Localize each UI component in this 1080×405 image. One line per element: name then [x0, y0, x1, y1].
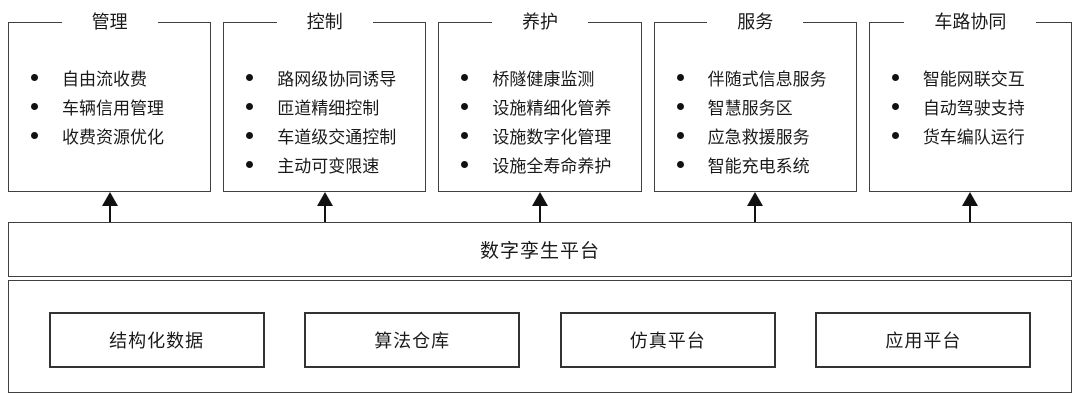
- bullet-icon: [246, 132, 254, 139]
- list-item-label: 伴随式信息服务: [707, 70, 827, 89]
- foundation-box-row: 结构化数据 算法仓库 仿真平台 应用平台: [9, 312, 1071, 368]
- list-item-label: 货车编队运行: [922, 128, 1025, 147]
- digital-twin-platform-bar: 数字孪生平台: [8, 222, 1072, 277]
- arrow-line: [108, 206, 111, 222]
- list-item-label: 智能网联交互: [922, 70, 1025, 89]
- list-item-label: 匝道精细控制: [277, 99, 380, 118]
- foundation-container: 结构化数据 算法仓库 仿真平台 应用平台: [8, 280, 1072, 393]
- arrow-row: [8, 192, 1072, 222]
- list-item: 主动可变限速: [238, 150, 421, 179]
- arrow-up: [869, 192, 1072, 222]
- management-box-title: 管理: [61, 11, 158, 33]
- list-item: 自由流收费: [23, 63, 206, 92]
- list-item-label: 桥隧健康监测: [492, 70, 595, 89]
- bullet-icon: [461, 74, 469, 81]
- category-box-row: 管理 自由流收费 车辆信用管理 收费资源优化 控制 路网级协同诱导 匝道精细控制…: [8, 11, 1073, 192]
- service-box: 服务 伴随式信息服务 智慧服务区 应急救援服务 智能充电系统: [653, 11, 857, 192]
- bullet-icon: [891, 132, 899, 139]
- list-item: 智慧服务区: [669, 92, 852, 121]
- bullet-icon: [31, 74, 38, 81]
- arrow-up-icon: [962, 192, 979, 206]
- arrow-up: [438, 192, 641, 222]
- bullet-icon: [461, 132, 469, 139]
- digital-twin-platform-label: 数字孪生平台: [479, 241, 600, 262]
- arrow-line: [754, 206, 757, 222]
- bullet-icon: [891, 74, 899, 81]
- arrow-up: [8, 192, 211, 222]
- list-item-label: 设施数字化管理: [492, 128, 612, 147]
- management-list: 自由流收费 车辆信用管理 收费资源优化: [9, 23, 210, 150]
- list-item-label: 车道级交通控制: [277, 128, 397, 147]
- arrow-line: [539, 206, 541, 222]
- arrow-line: [323, 206, 326, 222]
- list-item: 自动驾驶支持: [884, 92, 1067, 121]
- vehicle-road-coordination-list: 智能网联交互 自动驾驶支持 货车编队运行: [870, 23, 1071, 150]
- list-item: 货车编队运行: [884, 121, 1067, 150]
- structured-data-box: 结构化数据: [48, 312, 265, 368]
- algorithm-warehouse-box: 算法仓库: [304, 312, 521, 368]
- bullet-icon: [246, 161, 254, 168]
- arrow-up: [223, 192, 426, 222]
- vehicle-road-coordination-box-title: 车路协同: [904, 11, 1037, 33]
- list-item: 设施全寿命养护: [453, 150, 636, 179]
- bullet-icon: [31, 132, 38, 139]
- arrow-up-icon: [101, 192, 118, 206]
- list-item-label: 收费资源优化: [62, 128, 164, 147]
- maintenance-box: 养护 桥隧健康监测 设施精细化管养 设施数字化管理 设施全寿命养护: [438, 11, 642, 192]
- bullet-icon: [31, 103, 38, 110]
- list-item-label: 自动驾驶支持: [922, 99, 1025, 118]
- list-item-label: 智能充电系统: [707, 157, 810, 176]
- management-box: 管理 自由流收费 车辆信用管理 收费资源优化: [8, 11, 212, 192]
- service-box-title: 服务: [707, 11, 804, 33]
- list-item: 设施数字化管理: [453, 121, 636, 150]
- application-platform-box: 应用平台: [815, 312, 1032, 368]
- arrow-up-icon: [747, 192, 764, 206]
- list-item-label: 自由流收费: [62, 70, 147, 89]
- control-box: 控制 路网级协同诱导 匝道精细控制 车道级交通控制 主动可变限速: [223, 11, 427, 192]
- list-item-label: 设施精细化管养: [492, 99, 612, 118]
- bullet-icon: [891, 103, 899, 110]
- bullet-icon: [676, 74, 684, 81]
- list-item-label: 智慧服务区: [707, 99, 793, 118]
- list-item: 路网级协同诱导: [238, 63, 421, 92]
- maintenance-box-title: 养护: [492, 11, 588, 33]
- control-box-title: 控制: [276, 11, 373, 33]
- vehicle-road-coordination-box: 车路协同 智能网联交互 自动驾驶支持 货车编队运行: [868, 11, 1073, 192]
- simulation-platform-box: 仿真平台: [559, 312, 776, 368]
- list-item: 伴随式信息服务: [669, 63, 852, 92]
- arrow-line: [969, 206, 972, 222]
- control-list: 路网级协同诱导 匝道精细控制 车道级交通控制 主动可变限速: [224, 23, 425, 179]
- list-item: 智能网联交互: [884, 63, 1067, 92]
- arrow-up-icon: [532, 192, 548, 206]
- list-item: 匝道精细控制: [238, 92, 421, 121]
- maintenance-list: 桥隧健康监测 设施精细化管养 设施数字化管理 设施全寿命养护: [439, 23, 640, 179]
- list-item: 智能充电系统: [669, 150, 852, 179]
- bullet-icon: [461, 103, 469, 110]
- bullet-icon: [676, 103, 684, 110]
- list-item: 收费资源优化: [23, 121, 206, 150]
- list-item-label: 路网级协同诱导: [277, 70, 397, 89]
- list-item-label: 车辆信用管理: [62, 99, 164, 118]
- list-item: 车辆信用管理: [23, 92, 206, 121]
- service-list: 伴随式信息服务 智慧服务区 应急救援服务 智能充电系统: [655, 23, 856, 179]
- list-item-label: 设施全寿命养护: [492, 157, 612, 176]
- list-item: 桥隧健康监测: [453, 63, 636, 92]
- bullet-icon: [246, 103, 254, 110]
- arrow-up-icon: [316, 192, 333, 206]
- arrow-up: [654, 192, 857, 222]
- bullet-icon: [461, 161, 469, 168]
- bullet-icon: [676, 161, 684, 168]
- list-item-label: 应急救援服务: [707, 128, 810, 147]
- list-item: 车道级交通控制: [238, 121, 421, 150]
- bullet-icon: [246, 74, 254, 81]
- bullet-icon: [676, 132, 684, 139]
- list-item: 应急救援服务: [669, 121, 852, 150]
- list-item-label: 主动可变限速: [277, 157, 380, 176]
- list-item: 设施精细化管养: [453, 92, 636, 121]
